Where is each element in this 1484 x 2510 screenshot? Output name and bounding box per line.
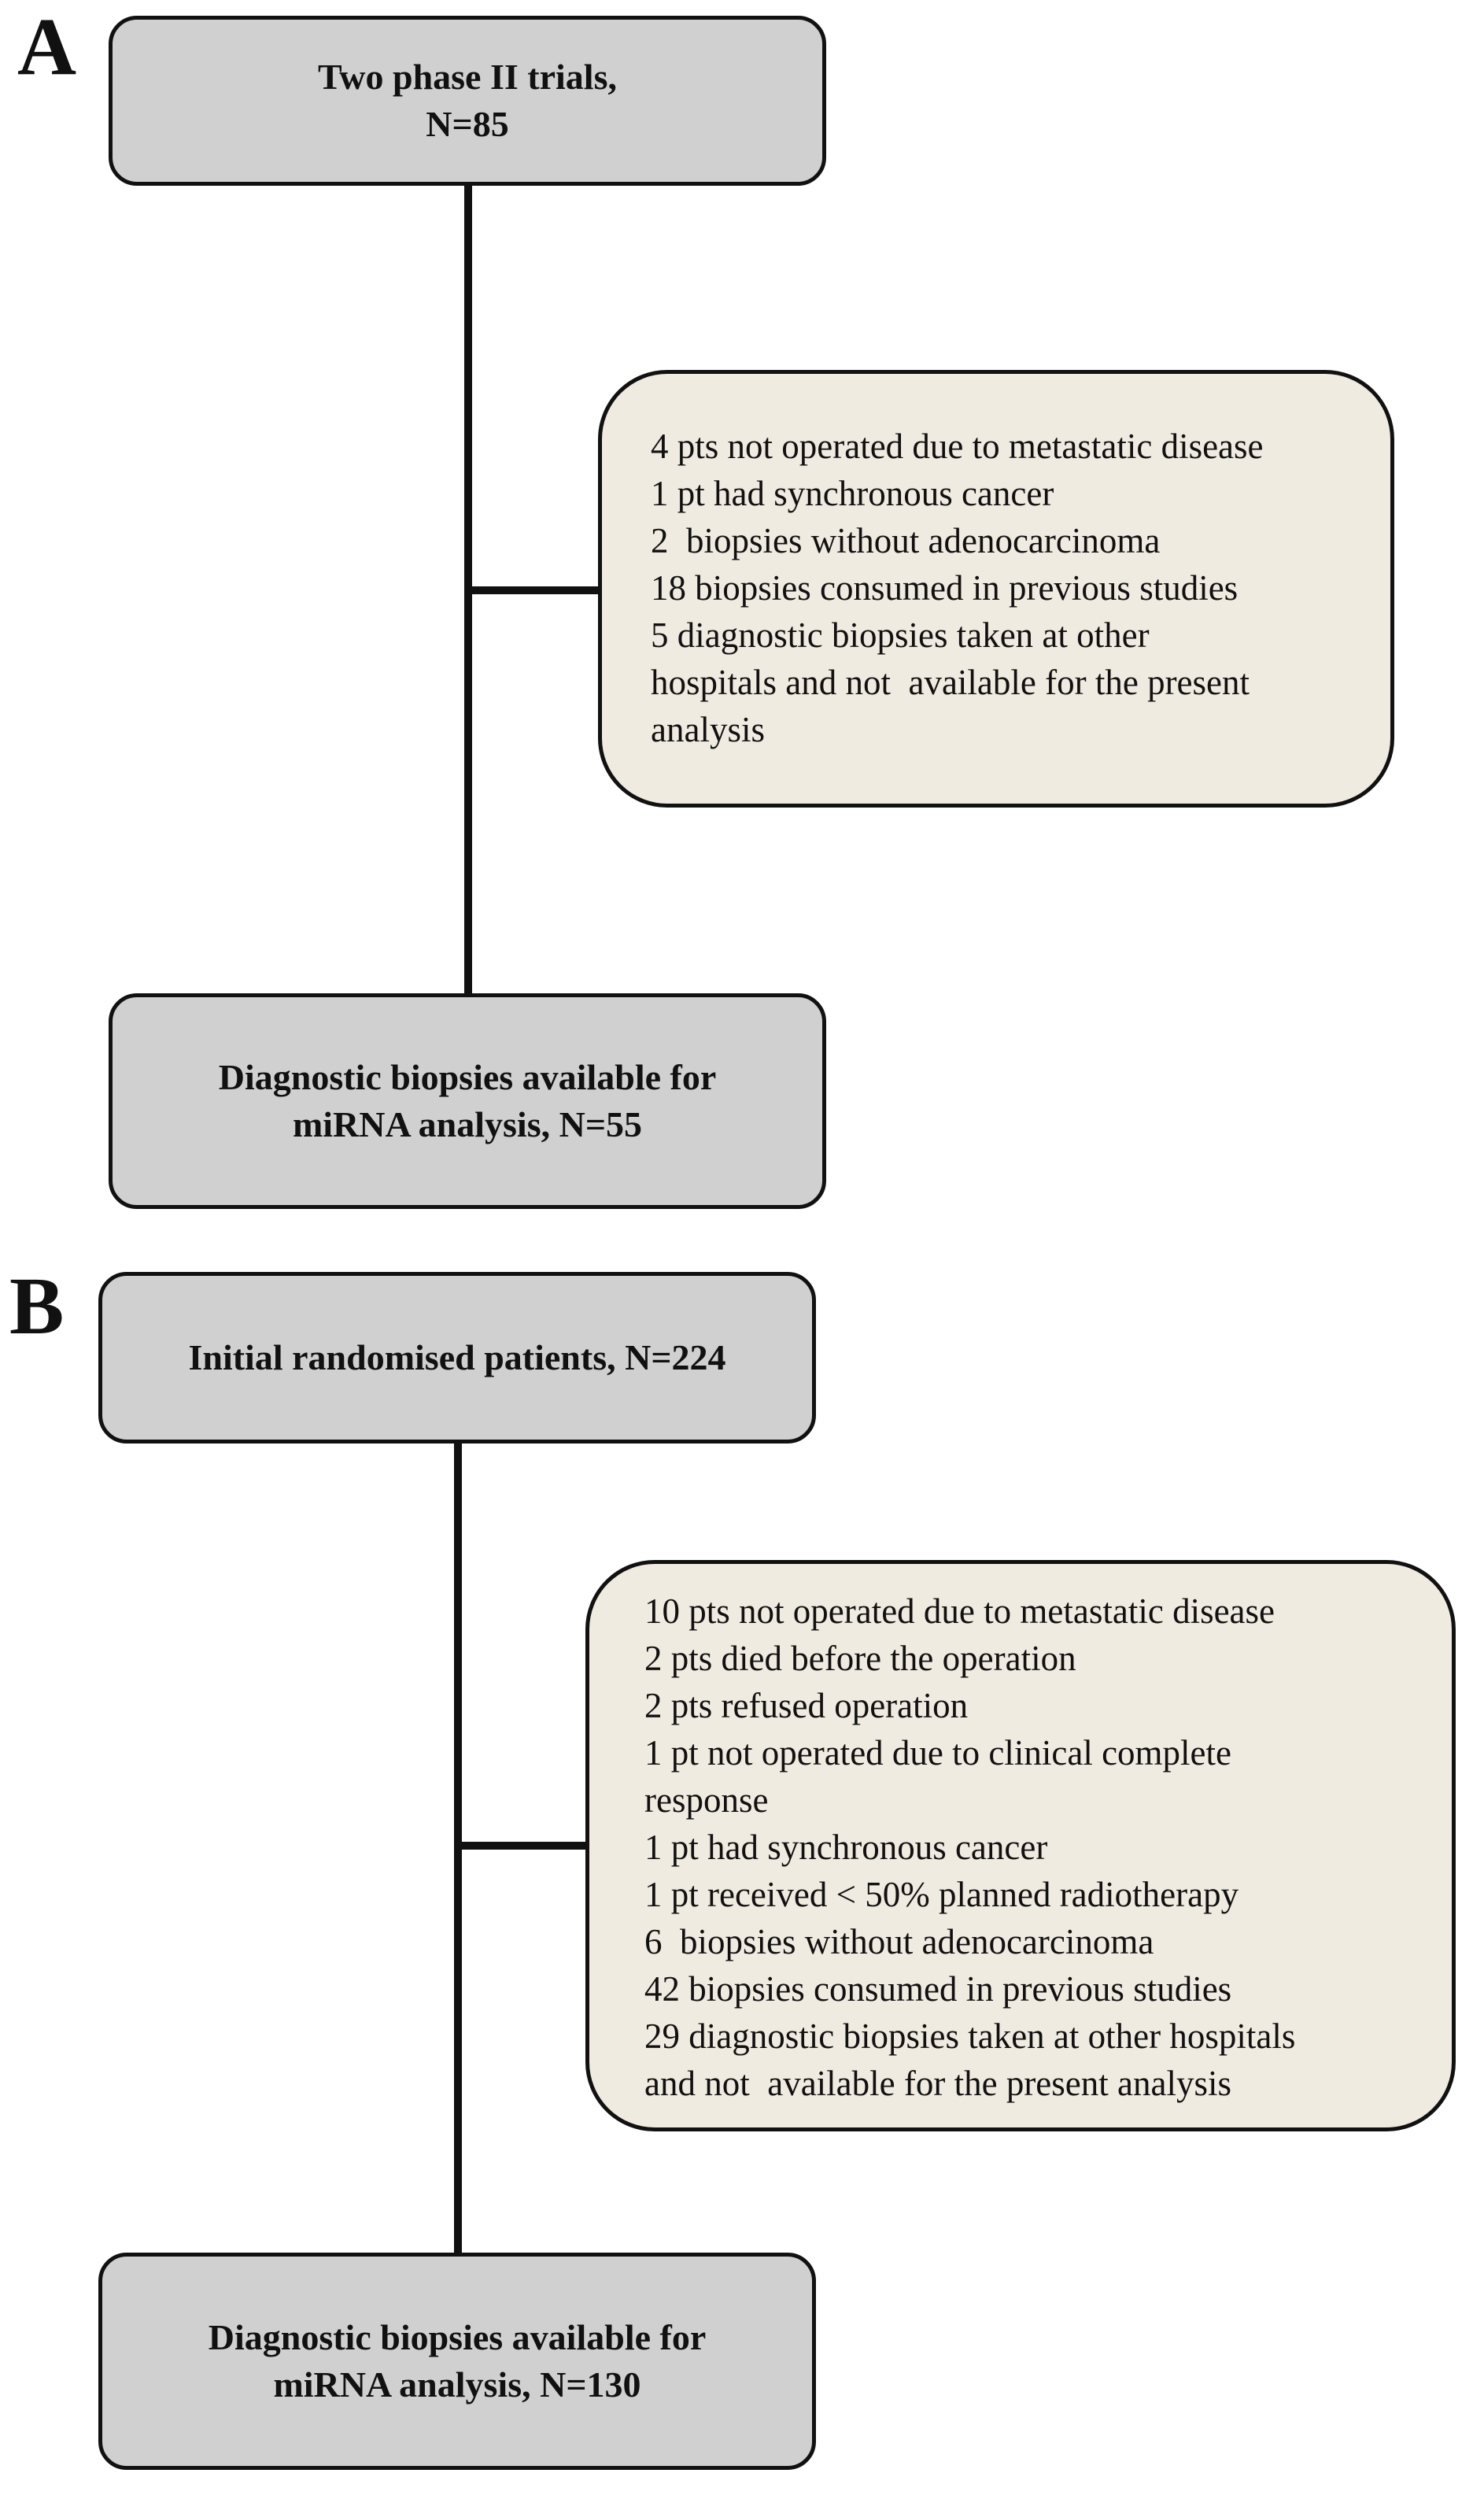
panel-a-available-line1: Diagnostic biopsies available for bbox=[218, 1057, 717, 1098]
panel-a-enrolled-line1: Two phase II trials, bbox=[318, 57, 617, 98]
panel-a-enrolled-box: Two phase II trials, N=85 bbox=[109, 16, 826, 186]
exclusion-item: 1 pt had synchronous cancer bbox=[644, 1828, 1048, 1867]
panel-b-branch-line bbox=[454, 1842, 590, 1850]
panel-a-exclusion-box: 4 pts not operated due to metastatic dis… bbox=[598, 370, 1394, 808]
exclusion-item: 2 pts refused operation bbox=[644, 1686, 969, 1725]
exclusion-item: 1 pt not operated due to clinical comple… bbox=[644, 1733, 1231, 1773]
exclusion-item: and not available for the present analys… bbox=[644, 2064, 1231, 2103]
exclusion-item: 2 pts died before the operation bbox=[644, 1639, 1076, 1678]
panel-b-label: B bbox=[9, 1261, 65, 1351]
panel-b-available-line2: miRNA analysis, N=130 bbox=[273, 2364, 641, 2405]
panel-b-exclusion-list: 10 pts not operated due to metastatic di… bbox=[644, 1588, 1295, 2107]
exclusion-item: 5 diagnostic biopsies taken at other bbox=[651, 615, 1150, 655]
panel-b-available-box: Diagnostic biopsies available for miRNA … bbox=[98, 2253, 816, 2470]
exclusion-item: analysis bbox=[651, 710, 765, 749]
panel-a-label: A bbox=[17, 2, 77, 92]
panel-b-randomised-box: Initial randomised patients, N=224 bbox=[98, 1272, 816, 1444]
exclusion-item: 2 biopsies without adenocarcinoma bbox=[651, 521, 1161, 560]
panel-a-available-box: Diagnostic biopsies available for miRNA … bbox=[109, 993, 826, 1209]
exclusion-item: 1 pt had synchronous cancer bbox=[651, 474, 1054, 513]
panel-b-available-line1: Diagnostic biopsies available for bbox=[208, 2317, 707, 2358]
exclusion-item: 18 biopsies consumed in previous studies bbox=[651, 568, 1239, 608]
exclusion-item: 1 pt received < 50% planned radiotherapy bbox=[644, 1875, 1239, 1914]
exclusion-item: 10 pts not operated due to metastatic di… bbox=[644, 1591, 1275, 1631]
exclusion-item: 6 biopsies without adenocarcinoma bbox=[644, 1922, 1154, 1961]
panel-a-exclusion-list: 4 pts not operated due to metastatic dis… bbox=[651, 423, 1264, 753]
exclusion-item: 4 pts not operated due to metastatic dis… bbox=[651, 427, 1264, 466]
panel-b-randomised-line1: Initial randomised patients, N=224 bbox=[188, 1337, 726, 1378]
panel-a-branch-line bbox=[464, 586, 602, 594]
panel-a-available-line2: miRNA analysis, N=55 bbox=[292, 1104, 643, 1144]
exclusion-item: 29 diagnostic biopsies taken at other ho… bbox=[644, 2017, 1296, 2056]
panel-b-exclusion-box: 10 pts not operated due to metastatic di… bbox=[585, 1560, 1456, 2131]
exclusion-item: hospitals and not available for the pres… bbox=[651, 663, 1250, 702]
panel-a-enrolled-line2: N=85 bbox=[426, 104, 509, 144]
exclusion-item: 42 biopsies consumed in previous studies bbox=[644, 1969, 1232, 2009]
exclusion-item: response bbox=[644, 1780, 769, 1820]
